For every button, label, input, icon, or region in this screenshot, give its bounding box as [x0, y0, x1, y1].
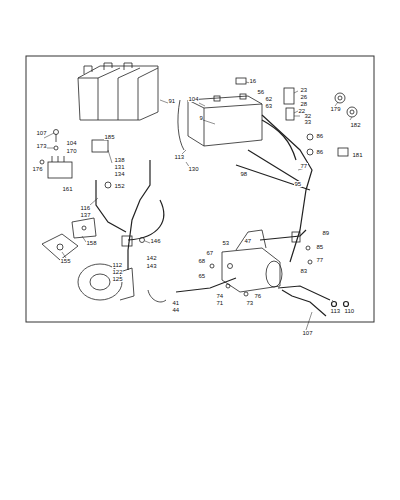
callout-number: 155: [60, 258, 71, 264]
alternator: [78, 264, 166, 302]
callout-number: 76: [254, 293, 262, 299]
callout-number: 44: [172, 307, 180, 313]
callout-number: 107: [302, 330, 313, 336]
callout-number: 23: [300, 87, 308, 93]
bracket: [42, 218, 145, 260]
callout-number: 110: [344, 308, 355, 314]
callout-number: 104: [66, 140, 77, 146]
callout-number: 63: [265, 103, 273, 109]
cables: [96, 115, 330, 300]
callout-number: 56: [257, 89, 265, 95]
callout-number: 176: [32, 166, 43, 172]
callout-number: 146: [150, 238, 161, 244]
callout-number: 71: [216, 300, 224, 306]
callout-number: 179: [330, 106, 341, 112]
leader-lines: [44, 82, 352, 330]
callout-number: 85: [316, 244, 324, 250]
callout-number: 67: [206, 250, 214, 256]
callout-number: 62: [265, 96, 273, 102]
callout-number: 116: [80, 205, 91, 211]
callout-number: 86: [316, 133, 324, 139]
callout-number: 74: [216, 293, 224, 299]
callout-number: 16: [249, 78, 257, 84]
callout-number: 9: [199, 115, 203, 121]
callout-number: 65: [198, 273, 206, 279]
callout-number: 28: [300, 101, 308, 107]
callout-number: 152: [114, 183, 125, 189]
callout-number: 134: [114, 171, 125, 177]
callout-number: 26: [300, 94, 308, 100]
relay: [40, 130, 111, 189]
ground-cable: [282, 290, 349, 316]
callout-number: 73: [246, 300, 254, 306]
battery: [178, 94, 262, 150]
callout-number: 182: [350, 122, 361, 128]
callout-number: 142: [146, 255, 157, 261]
callout-number: 86: [316, 149, 324, 155]
battery-container: [78, 63, 158, 120]
callout-number: 107: [36, 130, 47, 136]
callout-number: 113: [174, 154, 185, 160]
callout-number: 131: [114, 164, 125, 170]
callout-number: 143: [146, 263, 157, 269]
callout-number: 122: [112, 269, 123, 275]
callout-number: 130: [188, 166, 199, 172]
callout-number: 173: [36, 143, 47, 149]
callout-number: 112: [112, 262, 123, 268]
callout-number: 91: [168, 98, 176, 104]
callout-number: 33: [304, 119, 312, 125]
callout-number: 77: [316, 257, 324, 263]
callout-number: 83: [300, 268, 308, 274]
callout-number: 113: [330, 308, 341, 314]
callout-number: 185: [104, 134, 115, 140]
callout-number: 47: [244, 238, 252, 244]
callout-number: 68: [198, 258, 206, 264]
frame: [26, 56, 374, 322]
callout-number: 89: [322, 230, 330, 236]
callout-number: 138: [114, 157, 125, 163]
callout-number: 104: [188, 96, 199, 102]
callout-number: 95: [294, 181, 302, 187]
callout-number: 125: [112, 276, 123, 282]
terminal-clamp: [236, 78, 246, 84]
callout-number: 53: [222, 240, 230, 246]
callout-number: 98: [240, 171, 248, 177]
callout-number: 158: [86, 240, 97, 246]
starter-motor: [210, 230, 312, 296]
callout-number: 41: [172, 300, 180, 306]
callout-number: 77: [300, 163, 308, 169]
callout-number: 137: [80, 212, 91, 218]
callout-number: 170: [66, 148, 77, 154]
callout-number: 181: [352, 152, 363, 158]
callout-number: 161: [62, 186, 73, 192]
